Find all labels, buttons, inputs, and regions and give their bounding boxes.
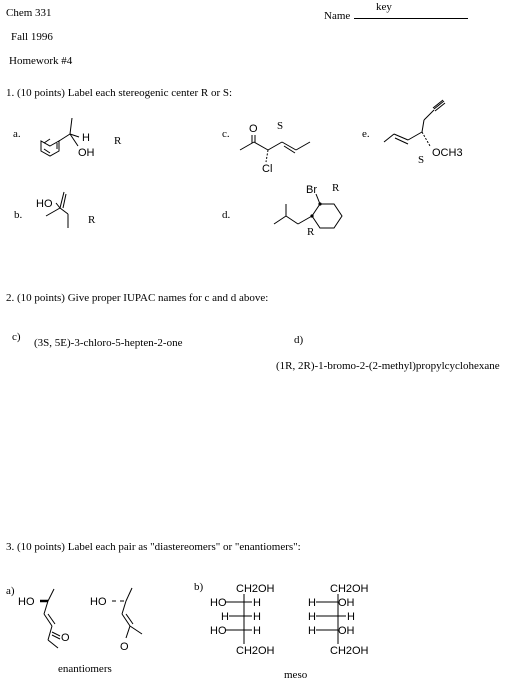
q1-d-answer-2: R: [307, 226, 315, 238]
q3-b-label: b): [194, 581, 204, 593]
fischer-left-row2-left: H: [221, 611, 229, 623]
q3-a-right-atom-ho: HO: [90, 596, 107, 608]
fischer-right-row3-right: OH: [338, 625, 355, 637]
q2-d-label: d): [294, 334, 304, 346]
q1-d-answer-1: R: [332, 182, 340, 194]
q1-e-atom-och3: OCH3: [432, 147, 463, 159]
fischer-right-row1-right: OH: [338, 597, 355, 609]
q3-a-right-atom-o: O: [120, 641, 129, 653]
q1-c-structure: O Cl: [239, 123, 311, 175]
q1-d-structure: Br: [273, 184, 343, 229]
q1-a-structure: H OH: [40, 117, 95, 159]
q1-b-answer: R: [88, 214, 96, 226]
fischer-left-row2-right: H: [253, 611, 261, 623]
q1-b-atom-ho: HO: [36, 198, 53, 210]
fischer-left-row1-right: H: [253, 597, 261, 609]
q1-c-atom-o: O: [249, 123, 258, 135]
fischer-right-bottom: CH2OH: [330, 645, 369, 657]
q2-d-answer: (1R, 2R)-1-bromo-2-(2-methyl)propylcyclo…: [276, 360, 500, 372]
q1-c-atom-cl: Cl: [262, 163, 272, 175]
name-label: Name: [324, 10, 351, 22]
fischer-left-row3-right: H: [253, 625, 261, 637]
q1-prompt: 1. (10 points) Label each stereogenic ce…: [6, 87, 233, 99]
fischer-right-row2-left: H: [308, 611, 316, 623]
q1-e-label: e.: [362, 128, 370, 140]
q3-b-fischer-right: CH2OH H OH H H H OH CH2OH: [308, 583, 369, 657]
q3-a-right-structure: HO O: [90, 587, 143, 653]
fischer-left-top: CH2OH: [236, 583, 275, 595]
q3-prompt: 3. (10 points) Label each pair as "diast…: [6, 541, 301, 553]
q2-c-answer: (3S, 5E)-3-chloro-5-hepten-2-one: [34, 337, 183, 349]
q3-a-left-structure: HO O: [18, 588, 70, 649]
q1-b-label: b.: [14, 209, 23, 221]
fischer-right-row3-left: H: [308, 625, 316, 637]
q3-a-left-atom-o: O: [61, 632, 70, 644]
q1-c-label: c.: [222, 128, 230, 140]
fischer-left-row1-left: HO: [210, 597, 227, 609]
q3-b-answer: meso: [284, 669, 308, 681]
q1-e-structure: OCH3: [383, 99, 463, 159]
term: Fall 1996: [11, 31, 53, 43]
q1-a-label: a.: [13, 128, 21, 140]
q2-c-label: c): [12, 331, 21, 343]
fischer-right-top: CH2OH: [330, 583, 369, 595]
q1-d-atom-br: Br: [306, 184, 317, 196]
fischer-left-row3-left: HO: [210, 625, 227, 637]
name-underline: [354, 18, 468, 19]
q2-prompt: 2. (10 points) Give proper IUPAC names f…: [6, 292, 269, 304]
q1-a-atom-oh: OH: [78, 147, 95, 159]
q1-a-answer: R: [114, 135, 122, 147]
fischer-left-bottom: CH2OH: [236, 645, 275, 657]
fischer-right-row2-right: H: [347, 611, 355, 623]
q1-c-answer: S: [277, 120, 284, 132]
q1-a-atom-h: H: [82, 132, 90, 144]
name-value: key: [376, 1, 392, 13]
fischer-right-row1-left: H: [308, 597, 316, 609]
q3-b-fischer-left: CH2OH HO H H H HO H CH2OH: [210, 583, 275, 657]
assignment-title: Homework #4: [9, 55, 73, 67]
q3-a-label: a): [6, 585, 15, 597]
q3-a-left-atom-ho: HO: [18, 596, 35, 608]
q1-e-answer: S: [418, 154, 425, 166]
q3-a-answer: enantiomers: [58, 663, 112, 675]
q1-d-label: d.: [222, 209, 231, 221]
course-title: Chem 331: [6, 7, 52, 19]
q1-b-structure: HO: [36, 191, 69, 228]
